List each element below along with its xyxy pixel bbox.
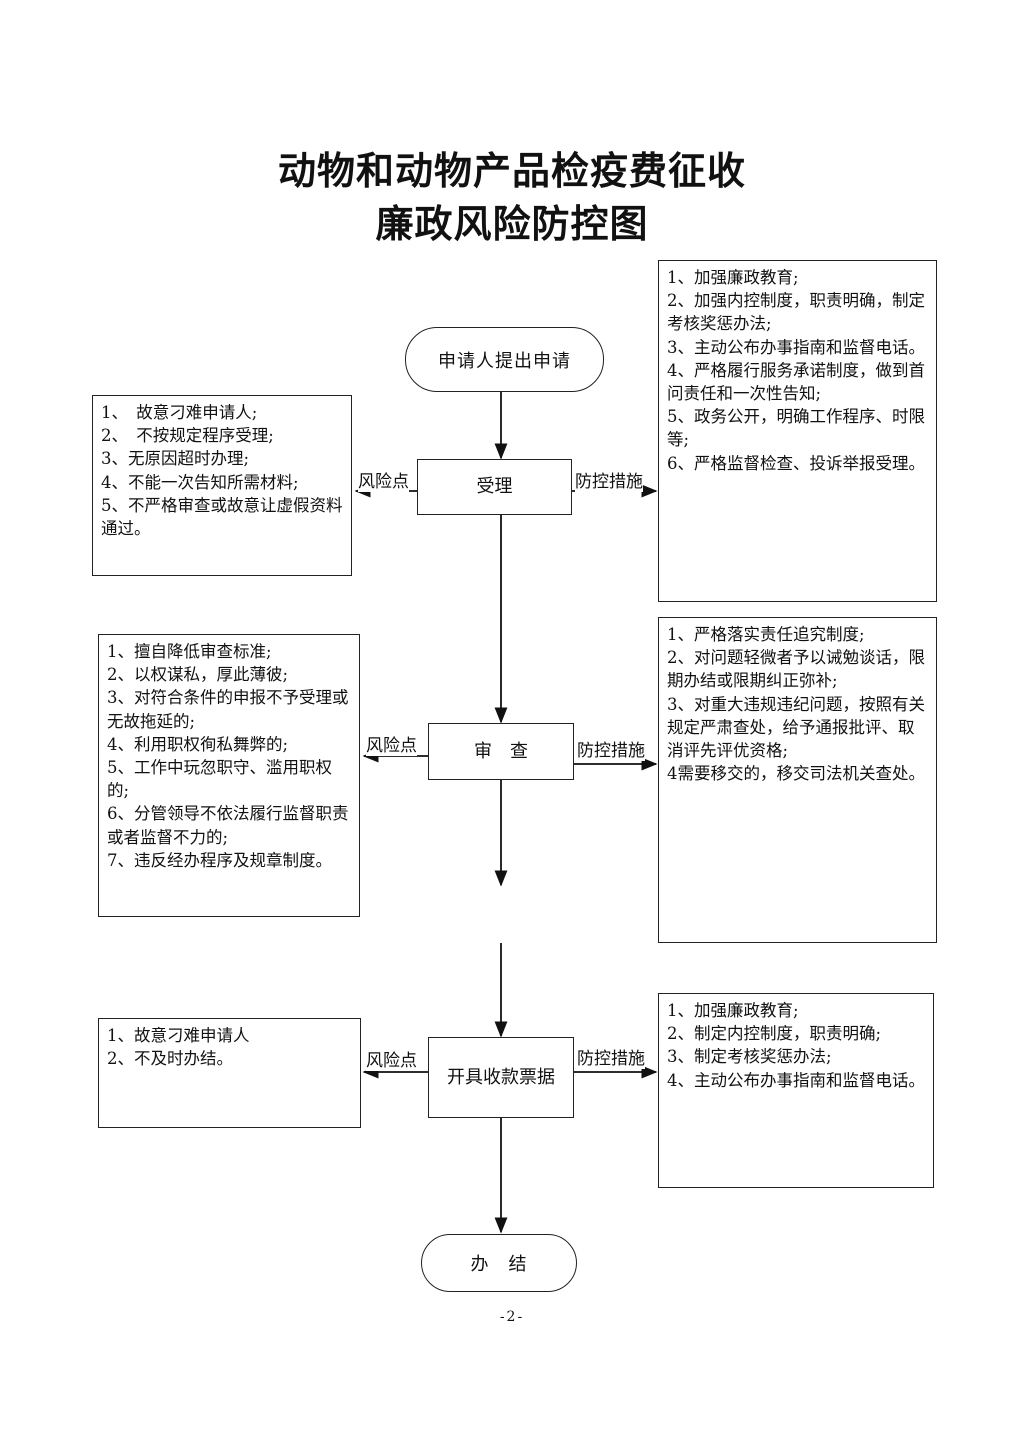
page-title-line1: 动物和动物产品检疫费征收 (277, 149, 746, 193)
control-item: 2、对问题轻微者予以诫勉谈话，限期办结或限期纠正弥补; (667, 648, 925, 691)
flow-end-node: 办 结 (421, 1234, 577, 1292)
control-item: 1、加强廉政教育; (667, 268, 799, 287)
control-label-invoice: 防控措施 (577, 1049, 645, 1069)
flow-step-review: 审 查 (428, 723, 574, 780)
control-item: 1、加强廉政教育; (667, 1001, 799, 1020)
risk-item: 3、无原因超时办理; (101, 449, 250, 469)
risk-item: 5、不严格审查或故意让虚假资料通过。 (101, 495, 343, 539)
control-item: 2、制定内控制度，职责明确; (667, 1024, 882, 1044)
flow-step-invoice: 开具收款票据 (428, 1037, 574, 1118)
control-label-review: 防控措施 (577, 741, 645, 761)
control-item: 6、严格监督检查、投诉举报受理。 (667, 453, 925, 473)
page-title-line2: 廉政风险防控图 (375, 202, 649, 246)
risk-item: 1、擅自降低审查标准; (107, 642, 272, 661)
risk-label-review: 风险点 (366, 736, 417, 756)
risk-item: 4、不能一次告知所需材料; (101, 472, 299, 492)
control-item: 4、主动公布办事指南和监督电话。 (667, 1070, 925, 1090)
risk-item: 2、不及时办结。 (107, 1049, 233, 1069)
flow-step-accept: 受理 (417, 459, 572, 515)
control-item: 4需要移交的，移交司法机关查处。 (667, 764, 925, 784)
risk-item: 2、 不按规定程序受理; (101, 426, 274, 446)
control-item: 1、严格落实责任追究制度; (667, 625, 865, 644)
risk-label-invoice: 风险点 (366, 1051, 417, 1071)
risk-label-accept: 风险点 (358, 472, 409, 492)
risk-item: 5、工作中玩忽职守、滥用职权的; (107, 758, 332, 801)
control-item: 2、加强内控制度，职责明确，制定考核奖惩办法; (667, 291, 925, 334)
risk-item: 6、分管领导不依法履行监督职责或者监督不力的; (107, 804, 349, 847)
control-item: 3、制定考核奖惩办法; (667, 1047, 832, 1067)
risk-box-review: 1、擅自降低审查标准; 2、以权谋私，厚此薄彼; 3、对符合条件的申报不予受理或… (98, 634, 360, 917)
control-box-accept: 1、加强廉政教育; 2、加强内控制度，职责明确，制定考核奖惩办法; 3、主动公布… (658, 260, 937, 602)
control-label-accept: 防控措施 (575, 472, 643, 492)
control-item: 4、严格履行服务承诺制度，做到首问责任和一次性告知; (667, 360, 925, 404)
risk-box-invoice: 1、故意刁难申请人 2、不及时办结。 (98, 1018, 361, 1128)
risk-item: 7、违反经办程序及规章制度。 (107, 850, 332, 870)
control-box-invoice: 1、加强廉政教育; 2、制定内控制度，职责明确; 3、制定考核奖惩办法; 4、主… (658, 993, 934, 1188)
risk-item: 1、故意刁难申请人 (107, 1026, 250, 1045)
risk-item: 3、对符合条件的申报不予受理或无故拖延的; (107, 688, 349, 731)
control-item: 3、对重大违规违纪问题，按照有关规定严肃查处，给予通报批评、取消评先评优资格; (667, 694, 925, 761)
page-number: -2- (499, 1309, 525, 1325)
risk-item: 1、 故意刁难申请人; (101, 403, 258, 422)
risk-item: 2、以权谋私，厚此薄彼; (107, 665, 289, 685)
control-box-review: 1、严格落实责任追究制度; 2、对问题轻微者予以诫勉谈话，限期办结或限期纠正弥补… (658, 617, 937, 943)
risk-box-accept: 1、 故意刁难申请人; 2、 不按规定程序受理; 3、无原因超时办理; 4、不能… (92, 395, 352, 576)
control-item: 5、政务公开，明确工作程序、时限等; (667, 407, 925, 450)
flow-start-node: 申请人提出申请 (405, 327, 604, 392)
control-item: 3、主动公布办事指南和监督电话。 (667, 337, 925, 357)
risk-item: 4、利用职权徇私舞弊的; (107, 734, 289, 754)
